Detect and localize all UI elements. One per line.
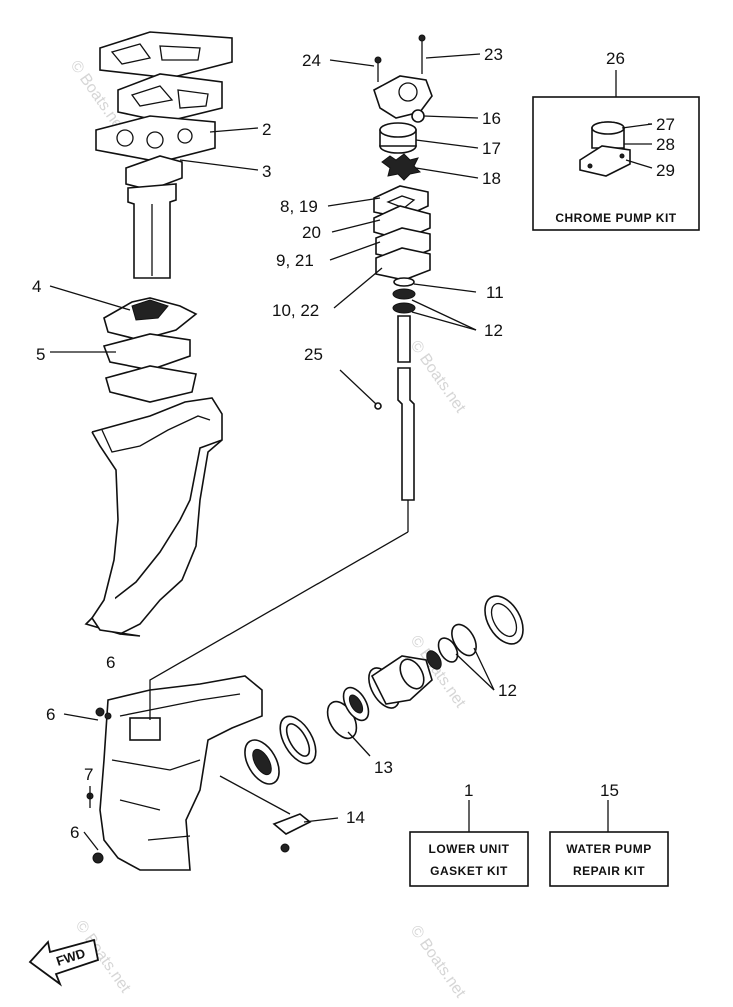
callout-numbers: 2 3 4 5 6 6 7 6 24 23 16 17 18 8, 19 20 … <box>32 45 675 842</box>
callout-23: 23 <box>484 45 503 64</box>
callout-26: 26 <box>606 49 625 68</box>
plate-part-3 <box>125 155 183 191</box>
callout-9-21: 9, 21 <box>276 251 314 270</box>
water-pump-repair-kit-box: WATER PUMP REPAIR KIT <box>549 800 669 887</box>
callout-11: 11 <box>486 283 504 302</box>
impeller-part-18 <box>381 153 422 181</box>
bearing-ring <box>484 595 524 645</box>
callout-20: 20 <box>302 223 321 242</box>
callout-28: 28 <box>656 135 675 154</box>
bolt-part-24 <box>374 56 382 82</box>
insert-part-16 <box>411 109 425 123</box>
reverse-gear <box>244 739 280 785</box>
pin-part-25 <box>374 402 382 410</box>
callout-5: 5 <box>36 345 45 364</box>
callout-18: 18 <box>482 169 501 188</box>
callout-7: 7 <box>84 765 93 784</box>
callout-2: 2 <box>262 120 271 139</box>
callout-8-19: 8, 19 <box>280 197 318 216</box>
callout-12-upper: 12 <box>484 321 503 340</box>
watermark: © Boats.net <box>407 923 469 1002</box>
propeller-shaft-housing <box>370 655 433 705</box>
fwd-arrow-icon: FWD <box>28 938 100 987</box>
callout-3: 3 <box>262 162 271 181</box>
gasket-part-2 <box>95 115 216 163</box>
exhaust-pipe <box>127 183 177 279</box>
bolt-part-23 <box>418 34 426 74</box>
callout-12-lower: 12 <box>498 681 517 700</box>
callout-10-22: 10, 22 <box>272 301 319 320</box>
insert-cartridge-part-17 <box>379 122 417 154</box>
pump-housing <box>373 75 433 119</box>
assembly-line <box>149 500 409 720</box>
callout-14: 14 <box>346 808 365 827</box>
callout-24: 24 <box>302 51 321 70</box>
callout-1: 1 <box>464 781 473 800</box>
callout-29: 29 <box>656 161 675 180</box>
lower-unit-kit-line2: GASKET KIT <box>430 864 508 878</box>
callout-6-top: 6 <box>106 653 115 672</box>
watermark: © Boats.net <box>407 338 469 417</box>
bearing-housing <box>279 715 317 765</box>
water-pump-kit-line1: WATER PUMP <box>566 842 651 856</box>
leader-lines <box>49 53 652 851</box>
top-gasket-plates <box>99 31 233 123</box>
oil-seals-part-12-upper <box>392 288 416 314</box>
callout-15: 15 <box>600 781 619 800</box>
gasket-part-5 <box>102 333 197 403</box>
screws-part-6 <box>86 707 112 864</box>
chrome-pump-kit-box: CHROME PUMP KIT <box>532 96 700 231</box>
upper-casing <box>84 397 223 637</box>
callout-27: 27 <box>656 115 675 134</box>
oil-seals-part-12-lower <box>426 623 477 670</box>
callout-13: 13 <box>374 758 393 777</box>
callout-6-bottom: 6 <box>70 823 79 842</box>
water-pump-kit-line2: REPAIR KIT <box>573 864 645 878</box>
callout-17: 17 <box>482 139 501 158</box>
chrome-pump-kit-label: CHROME PUMP KIT <box>555 211 676 225</box>
lower-unit-gasket-kit-box: LOWER UNIT GASKET KIT <box>409 800 529 887</box>
lower-unit-kit-line1: LOWER UNIT <box>429 842 510 856</box>
callout-25: 25 <box>304 345 323 364</box>
plate-10-22 <box>375 247 431 281</box>
callout-6-mid: 6 <box>46 705 55 724</box>
drive-shaft <box>397 315 415 501</box>
callout-16: 16 <box>482 109 501 128</box>
gear-case <box>99 675 263 871</box>
callout-4: 4 <box>32 277 41 296</box>
oring-part-11 <box>393 277 415 287</box>
clip-part-14 <box>219 775 312 853</box>
